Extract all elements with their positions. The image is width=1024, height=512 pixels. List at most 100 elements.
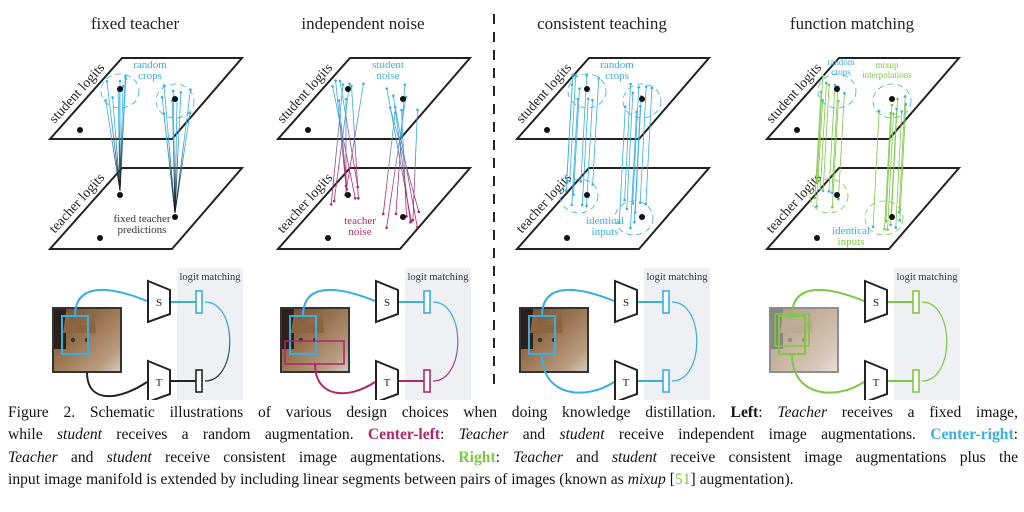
cat-eye bbox=[70, 337, 76, 343]
teacher-sample-dot bbox=[409, 220, 413, 223]
teacher-logits-vector bbox=[195, 369, 203, 393]
teacher-network-label: T bbox=[623, 377, 630, 389]
cat-eye bbox=[537, 337, 543, 343]
student-network bbox=[614, 279, 638, 324]
student-sample-dot bbox=[843, 91, 846, 95]
student-sample-dot bbox=[637, 85, 641, 89]
student-sample-dot bbox=[877, 109, 881, 113]
correspondence-line bbox=[645, 88, 653, 205]
student-sample-dot bbox=[574, 73, 578, 77]
student-logits-label: student logits bbox=[764, 61, 825, 127]
caption-text: ] augmentation). bbox=[690, 470, 794, 488]
crop-cluster-outline bbox=[817, 73, 857, 109]
citation-link[interactable]: 51 bbox=[674, 470, 691, 488]
caption-text: input image manifold is extended by incl… bbox=[8, 470, 628, 488]
correspondence-line bbox=[899, 104, 907, 221]
correspondence-line bbox=[106, 81, 121, 192]
teacher-logit-point bbox=[584, 192, 590, 198]
correspondence-line bbox=[174, 89, 191, 214]
caption-text: Teacher bbox=[777, 404, 828, 421]
student-sample-dot bbox=[416, 108, 419, 112]
teacher-logit-point bbox=[889, 214, 895, 220]
teacher-sample-dot bbox=[417, 210, 421, 214]
student-logit-point bbox=[305, 127, 311, 133]
correspondence-line bbox=[890, 108, 897, 225]
panel-title: function matching bbox=[790, 14, 915, 33]
caption-text: receives a fixed image, bbox=[827, 404, 1019, 421]
student-sample-dot bbox=[341, 83, 345, 86]
caption-line: while student receives a random augmenta… bbox=[8, 424, 1018, 446]
logit-matching-curve bbox=[671, 301, 698, 382]
teacher-sample-dot bbox=[580, 203, 584, 207]
teacher-sample-dot bbox=[837, 197, 840, 201]
caption-line: input image manifold is extended by incl… bbox=[8, 469, 1018, 491]
correspondence-line bbox=[174, 92, 182, 214]
student-logits-vector bbox=[662, 290, 670, 314]
student-sample-dot bbox=[334, 79, 337, 83]
teacher-logit-point bbox=[639, 214, 645, 220]
caption-line: Teacher and student receive consistent i… bbox=[8, 447, 1018, 469]
cat-image bbox=[769, 307, 839, 373]
teacher-sample-dot bbox=[394, 212, 398, 216]
teacher-logits-label: teacher logits bbox=[47, 171, 108, 237]
top-note-label: noise bbox=[376, 70, 399, 82]
student-input-path bbox=[74, 288, 148, 317]
top-note-label: crops bbox=[138, 70, 162, 82]
teacher-sample-dot bbox=[617, 221, 621, 224]
student-logit-point bbox=[834, 86, 840, 92]
student-sample-dot bbox=[833, 84, 837, 87]
teacher-sample-dot bbox=[633, 220, 636, 224]
crop-cluster-outline bbox=[567, 73, 607, 109]
student-sample-dot bbox=[403, 83, 407, 87]
teacher-input-path bbox=[791, 353, 865, 394]
caption-text: Right bbox=[458, 448, 496, 466]
correspondence-line bbox=[105, 100, 121, 192]
caption-text: : bbox=[495, 448, 514, 466]
logit-matching-curve bbox=[921, 301, 948, 382]
caption-text: Teacher bbox=[458, 426, 509, 444]
correspondence-line bbox=[822, 84, 830, 191]
caption-text: receives a random augmentation. bbox=[102, 426, 368, 444]
correspondence-line bbox=[330, 84, 344, 205]
crop-cluster-outline bbox=[155, 83, 195, 119]
teacher-network bbox=[614, 359, 638, 400]
caption-text: and bbox=[562, 448, 612, 466]
caption-text: Left bbox=[730, 404, 759, 421]
student-sample-dot bbox=[350, 84, 353, 88]
teacher-logits-vector bbox=[423, 369, 431, 393]
student-input-path bbox=[541, 288, 615, 317]
logit-matching-area bbox=[894, 268, 960, 400]
student-network-label: S bbox=[623, 297, 629, 309]
student-logits-vector bbox=[912, 290, 920, 314]
correspondence-line bbox=[401, 110, 407, 217]
student-sample-dot bbox=[162, 112, 166, 115]
teacher-network bbox=[375, 359, 399, 400]
student-sample-dot bbox=[570, 83, 574, 86]
student-sample-dot bbox=[331, 85, 334, 88]
student-logit-point bbox=[639, 96, 645, 102]
correspondence-line bbox=[569, 75, 577, 182]
teacher-logits-plane bbox=[47, 167, 245, 250]
correspondence-line bbox=[571, 98, 579, 205]
figure-caption: Figure 2. Schematic illustrations of var… bbox=[8, 402, 1018, 491]
student-sample-dot bbox=[160, 96, 164, 99]
student-logits-vector bbox=[195, 290, 203, 314]
teacher-logit-point bbox=[834, 192, 840, 198]
correspondence-line bbox=[119, 78, 127, 192]
teacher-sample-dot bbox=[568, 179, 572, 183]
logit-matching-area bbox=[644, 268, 710, 400]
caption-text: receive consistent image augmentations. bbox=[151, 448, 459, 466]
correspondence-line bbox=[814, 91, 822, 199]
caption-text: student bbox=[611, 448, 658, 466]
student-sample-dot bbox=[188, 111, 192, 115]
student-logit-point bbox=[794, 127, 800, 133]
teacher-sample-dot bbox=[564, 189, 568, 192]
teacher-sample-dot bbox=[572, 193, 575, 196]
correspondence-line bbox=[816, 100, 824, 207]
crop-cluster-outline bbox=[864, 200, 904, 236]
student-input-path bbox=[302, 288, 376, 317]
student-sample-dot bbox=[124, 77, 128, 81]
teacher-sample-dot bbox=[579, 180, 583, 183]
logit-matching-label: logit matching bbox=[180, 272, 242, 283]
